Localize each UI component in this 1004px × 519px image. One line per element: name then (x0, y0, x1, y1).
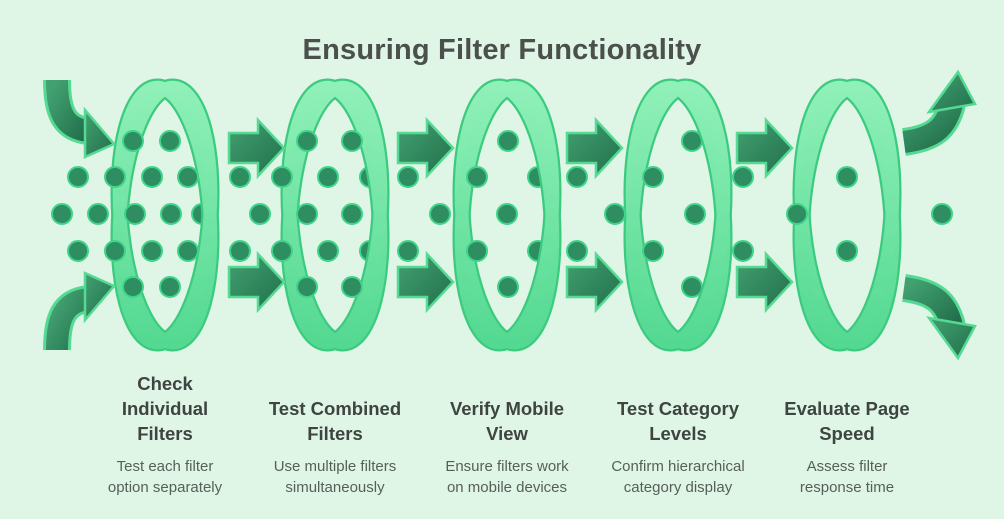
curved-arrow-top-right (902, 100, 963, 153)
stage-description: Test each filter option separately (107, 458, 223, 496)
data-dot (836, 240, 858, 262)
data-dot (732, 166, 754, 188)
data-dot (681, 276, 703, 298)
data-dot (496, 203, 518, 225)
stage-heading: Test Combined Filters (268, 398, 402, 444)
data-dot (497, 130, 519, 152)
stage-description: Assess filter response time (799, 458, 895, 496)
data-dot (229, 166, 251, 188)
data-dot (104, 166, 126, 188)
data-dot (466, 166, 488, 188)
data-dot (566, 240, 588, 262)
stage-column: Check Individual Filters Test each filte… (65, 370, 265, 498)
stage-column: Evaluate Page Speed Assess filter respon… (747, 370, 947, 498)
filter-diagram (43, 69, 977, 361)
stage-column: Test Category Levels Confirm hierarchica… (578, 370, 778, 498)
flow-arrow-icon (227, 116, 286, 180)
data-dot (124, 203, 146, 225)
stage-column: Test Combined Filters Use multiple filte… (235, 370, 435, 498)
data-dot (141, 240, 163, 262)
data-dot (341, 276, 363, 298)
stage-description: Use multiple filters simultaneously (273, 458, 397, 496)
filter-ring (282, 80, 388, 350)
flow-arrow-icon (396, 250, 455, 314)
data-dot (67, 166, 89, 188)
data-dot (466, 240, 488, 262)
data-dot (87, 203, 109, 225)
data-dot (67, 240, 89, 262)
data-dot (317, 166, 339, 188)
data-dot (159, 130, 181, 152)
stage-heading: Check Individual Filters (121, 373, 209, 444)
data-dot (271, 240, 293, 262)
data-dot (51, 203, 73, 225)
curved-arrow-bottom-left (46, 288, 91, 351)
data-dot (296, 203, 318, 225)
curved-arrow-top-right-head (926, 69, 977, 114)
data-dot (642, 240, 664, 262)
stage-column: Verify Mobile View Ensure filters work o… (407, 370, 607, 498)
flow-arrow-icon (565, 250, 624, 314)
stage-description: Confirm hierarchical category display (611, 458, 745, 496)
data-dot (249, 203, 271, 225)
data-dot (159, 276, 181, 298)
curved-arrow-bottom-left-head (83, 271, 117, 324)
stage-heading: Test Category Levels (617, 398, 739, 444)
data-dot (229, 240, 251, 262)
data-dot (429, 203, 451, 225)
data-dot (160, 203, 182, 225)
data-dot (931, 203, 953, 225)
curved-arrow-bottom-right (902, 277, 963, 330)
data-dot (104, 240, 126, 262)
data-dot (177, 240, 199, 262)
filter-ring (625, 80, 731, 350)
data-dot (122, 130, 144, 152)
flow-arrow-icon (735, 116, 794, 180)
data-dot (296, 130, 318, 152)
data-dot (141, 166, 163, 188)
data-dot (271, 166, 293, 188)
data-dot (642, 166, 664, 188)
data-dot (296, 276, 318, 298)
filter-ring (454, 80, 560, 350)
data-dot (732, 240, 754, 262)
flow-arrow-icon (396, 116, 455, 180)
stage-description: Ensure filters work on mobile devices (445, 458, 569, 496)
filter-ring (112, 80, 218, 350)
data-dot (497, 276, 519, 298)
flow-arrow-icon (227, 250, 286, 314)
curved-arrow-top-left (46, 79, 91, 142)
data-dot (397, 166, 419, 188)
data-dot (604, 203, 626, 225)
data-dot (566, 166, 588, 188)
data-dot (341, 130, 363, 152)
data-dot (397, 240, 419, 262)
curved-arrow-top-left-head (83, 106, 117, 159)
stage-heading: Verify Mobile View (449, 398, 565, 444)
data-dot (317, 240, 339, 262)
data-dot (684, 203, 706, 225)
data-dot (177, 166, 199, 188)
data-dot (341, 203, 363, 225)
flow-arrow-icon (565, 116, 624, 180)
data-dot (786, 203, 808, 225)
stage-heading: Evaluate Page Speed (784, 398, 910, 444)
curved-arrow-bottom-right-head (926, 316, 977, 361)
page-title: Ensuring Filter Functionality (302, 34, 702, 66)
flow-arrow-icon (735, 250, 794, 314)
data-dot (122, 276, 144, 298)
data-dot (836, 166, 858, 188)
